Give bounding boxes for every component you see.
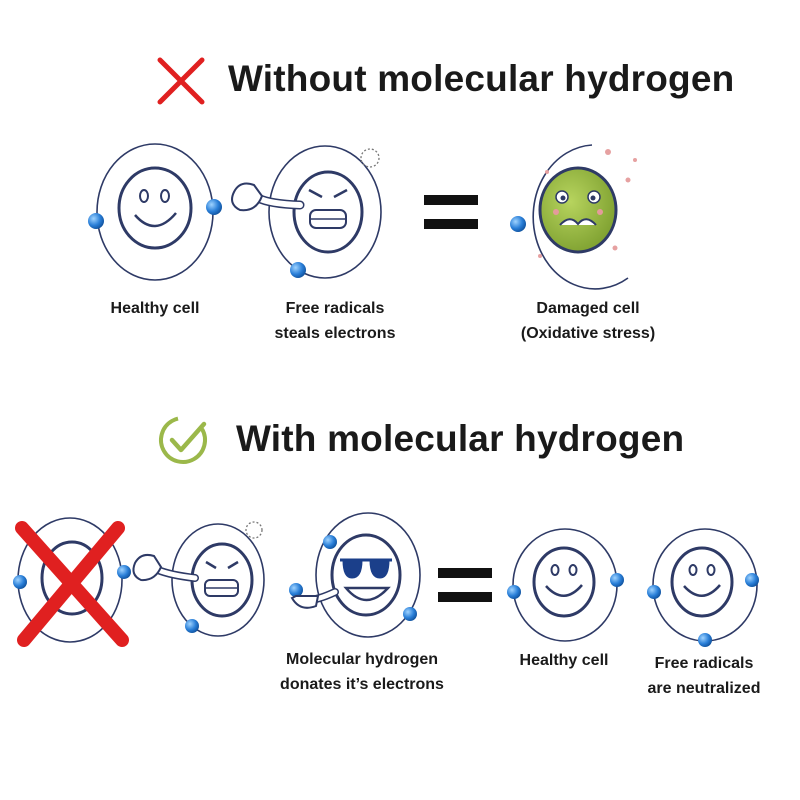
crossed-out-cell [13, 517, 131, 647]
missing-electron-icon [245, 521, 263, 539]
electron-icon [745, 573, 759, 587]
angry-face-icon [204, 560, 239, 597]
sick-face-icon [553, 190, 603, 226]
neutralized-radical-cell [647, 528, 759, 647]
molecular-hydrogen-cell [289, 512, 421, 638]
label-molecular-hydrogen: Molecular hydrogen donates it’s electron… [262, 647, 462, 697]
damaged-cell [510, 144, 637, 290]
red-x-icon [157, 57, 205, 105]
label-damaged-cell: Damaged cell (Oxidative stress) [500, 296, 676, 346]
equals-sign [424, 195, 478, 229]
green-check-icon [159, 416, 207, 464]
label-line: (Oxidative stress) [520, 325, 656, 342]
label-healthy-cell-top: Healthy cell [95, 296, 215, 321]
healthy-cell-top [88, 143, 222, 281]
smiling-face-icon [545, 564, 583, 597]
electron-icon [290, 262, 306, 278]
label-line: Free radicals [654, 655, 754, 672]
healthy-cell-bottom [507, 528, 624, 642]
equals-sign [438, 568, 492, 602]
free-radical-bottom [132, 521, 265, 637]
label-line: Molecular hydrogen [285, 651, 439, 668]
giving-hand-icon [290, 588, 339, 609]
label-free-radicals-top: Free radicals steals electrons [255, 296, 415, 346]
label-line: Free radicals [285, 300, 385, 317]
electron-icon [13, 575, 27, 589]
label-line: are neutralized [647, 680, 761, 697]
electron-icon [507, 585, 521, 599]
electron-icon [88, 213, 104, 229]
grabbing-hand-icon [132, 553, 199, 582]
electron-icon [403, 607, 417, 621]
label-line: Damaged cell [536, 300, 640, 317]
electron-icon [510, 216, 526, 232]
smiling-face-icon [683, 564, 721, 597]
electron-icon [647, 585, 661, 599]
damage-particles [538, 149, 637, 258]
electron-icon [610, 573, 624, 587]
free-radical-top [231, 145, 382, 279]
smiling-face-icon [134, 189, 177, 228]
electron-icon [185, 619, 199, 633]
label-line: Healthy cell [110, 300, 200, 317]
red-cross-mark-icon [15, 521, 129, 647]
label-line: donates it’s electrons [280, 676, 444, 693]
grabbing-hand-icon [231, 182, 305, 212]
heading-without-hydrogen: Without molecular hydrogen [228, 58, 735, 99]
label-radicals-neutralized: Free radicals are neutralized [630, 651, 778, 701]
label-healthy-cell-bottom: Healthy cell [504, 648, 624, 673]
electron-icon [323, 535, 337, 549]
missing-electron-icon [360, 148, 380, 168]
electron-icon [698, 633, 712, 647]
donated-electron-icon [289, 583, 303, 597]
angry-face-icon [308, 188, 348, 229]
cool-face-sunglasses-icon [340, 558, 392, 602]
heading-with-hydrogen: With molecular hydrogen [236, 418, 685, 459]
electron-icon [206, 199, 222, 215]
label-line: Healthy cell [519, 652, 609, 669]
label-line: steals electrons [274, 325, 396, 342]
electron-icon [117, 565, 131, 579]
